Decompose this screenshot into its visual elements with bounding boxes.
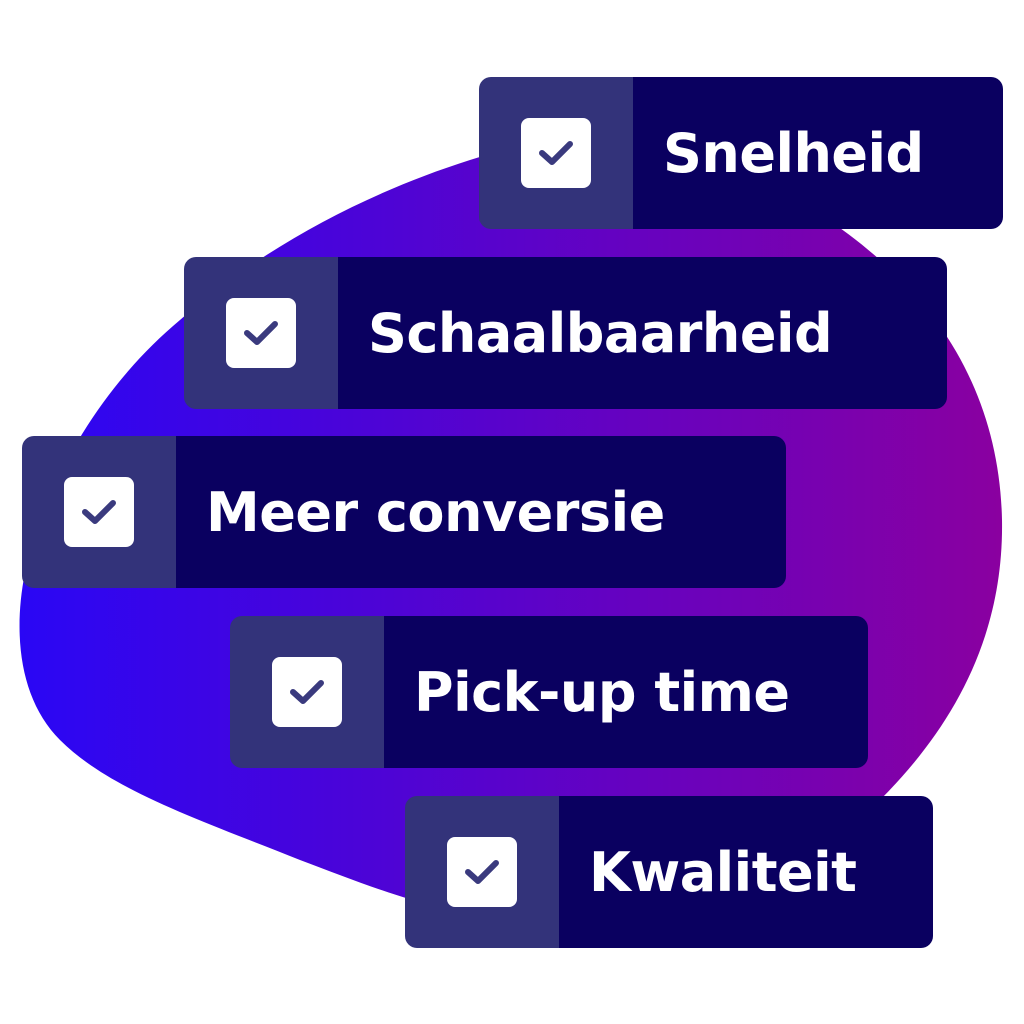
card-label-area: Pick-up time bbox=[384, 616, 868, 768]
card-check-area bbox=[230, 616, 384, 768]
card-check-area bbox=[405, 796, 559, 948]
feature-card-meer-conversie: Meer conversie bbox=[22, 436, 786, 588]
checkbox[interactable] bbox=[272, 657, 342, 727]
checkmark-icon bbox=[539, 141, 573, 165]
card-label-area: Schaalbaarheid bbox=[338, 257, 947, 409]
card-label-area: Kwaliteit bbox=[559, 796, 933, 948]
feature-card-kwaliteit: Kwaliteit bbox=[405, 796, 933, 948]
card-label: Pick-up time bbox=[414, 660, 790, 724]
feature-card-snelheid: Snelheid bbox=[479, 77, 1003, 229]
checkmark-icon bbox=[290, 680, 324, 704]
checkmark-icon bbox=[244, 321, 278, 345]
checkbox[interactable] bbox=[447, 837, 517, 907]
card-label: Kwaliteit bbox=[589, 840, 857, 904]
card-check-area bbox=[479, 77, 633, 229]
checkmark-icon bbox=[82, 500, 116, 524]
checkbox[interactable] bbox=[521, 118, 591, 188]
card-label: Snelheid bbox=[663, 121, 924, 185]
card-check-area bbox=[184, 257, 338, 409]
card-check-area bbox=[22, 436, 176, 588]
card-label-area: Meer conversie bbox=[176, 436, 786, 588]
feature-card-pick-up-time: Pick-up time bbox=[230, 616, 868, 768]
checkbox[interactable] bbox=[226, 298, 296, 368]
checkmark-icon bbox=[465, 860, 499, 884]
feature-card-schaalbaarheid: Schaalbaarheid bbox=[184, 257, 947, 409]
card-label: Schaalbaarheid bbox=[368, 301, 833, 365]
card-label-area: Snelheid bbox=[633, 77, 1003, 229]
card-label: Meer conversie bbox=[206, 480, 665, 544]
checkbox[interactable] bbox=[64, 477, 134, 547]
